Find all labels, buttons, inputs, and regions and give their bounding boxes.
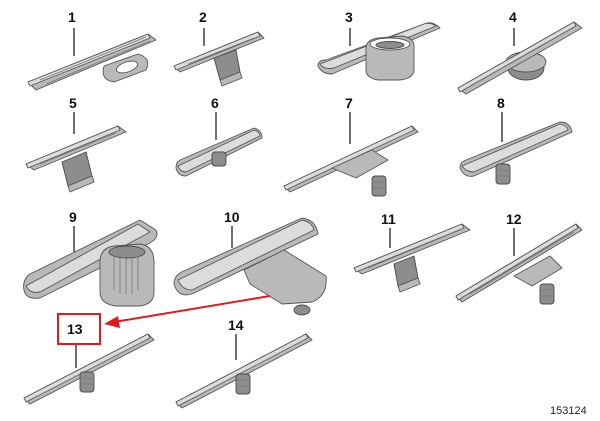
part-label-3: 3 xyxy=(345,9,353,25)
part-6-channel-stud xyxy=(175,112,263,177)
part-label-8: 8 xyxy=(497,95,505,111)
part-1-flat-clip-with-loop xyxy=(27,28,157,91)
part-8-channel-push-stud xyxy=(459,112,573,185)
part-14-strip-push-stud xyxy=(175,333,313,409)
highlight-arrowhead xyxy=(104,316,120,328)
part-4-strip-round-base xyxy=(457,21,583,95)
part-7-strip-bridge-stud xyxy=(283,112,419,197)
highlight-annotation xyxy=(57,295,271,345)
highlight-arrow xyxy=(113,295,271,323)
part-label-7: 7 xyxy=(345,95,353,111)
part-3-channel-tube-holder xyxy=(317,22,441,81)
part-10-channel-flange-stud xyxy=(173,217,327,316)
part-label-4: 4 xyxy=(509,9,517,25)
part-12-strip-bridge-stud xyxy=(455,223,583,305)
part-5-strip-square-foot xyxy=(25,112,127,193)
part-label-1: 1 xyxy=(68,9,76,25)
part-label-9: 9 xyxy=(69,209,77,225)
part-2-strip-square-foot xyxy=(173,28,265,87)
part-13-strip-push-stud xyxy=(23,333,155,405)
part-label-6: 6 xyxy=(211,95,219,111)
part-label-2: 2 xyxy=(199,9,207,25)
part-label-10: 10 xyxy=(224,209,240,225)
part-label-14: 14 xyxy=(228,317,244,333)
part-label-12: 12 xyxy=(506,211,522,227)
part-label-11: 11 xyxy=(381,211,396,227)
drawing-id: 153124 xyxy=(550,405,587,417)
part-label-5: 5 xyxy=(69,95,77,111)
highlight-box xyxy=(57,313,101,345)
part-9-bracket-connector-housing xyxy=(23,219,158,307)
part-11-strip-square-foot xyxy=(353,223,471,293)
part-label-13: 13 xyxy=(67,321,83,337)
